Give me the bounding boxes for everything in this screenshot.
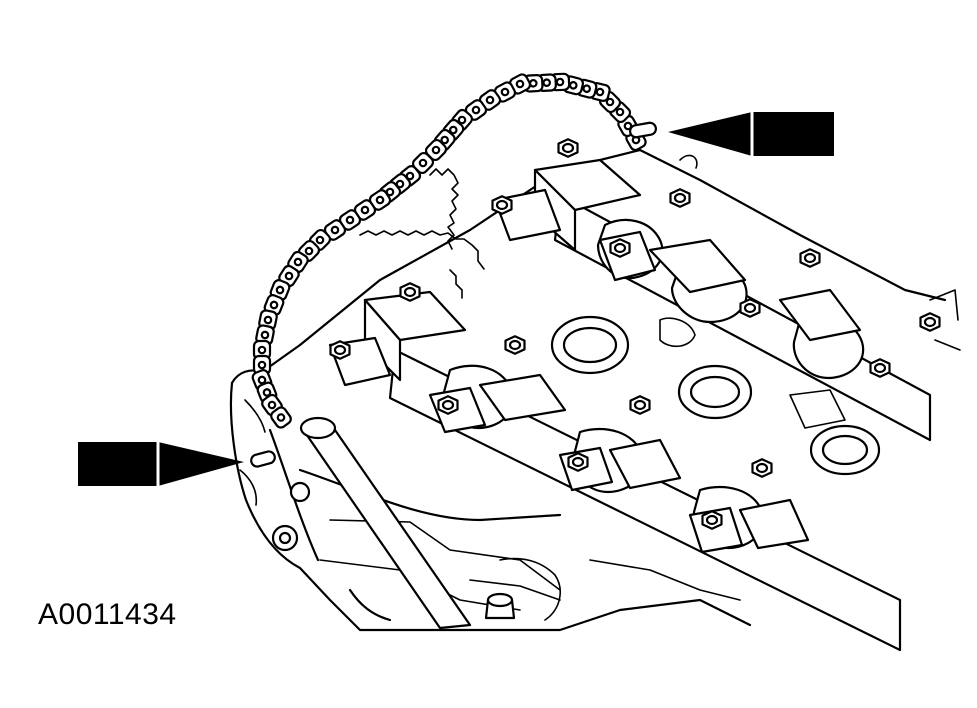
chain-link — [252, 339, 272, 361]
chain-link — [368, 189, 392, 211]
dowel-pins — [250, 121, 657, 468]
bearing-caps — [328, 158, 862, 554]
chain-link — [353, 199, 377, 221]
cap-bolt — [557, 138, 579, 158]
details — [239, 154, 961, 506]
sprockets — [359, 168, 485, 299]
chain-link — [411, 151, 435, 175]
cap-bolt — [609, 238, 631, 258]
chain-link — [270, 406, 292, 429]
figure-id-label: A0011434 — [38, 598, 177, 631]
arrow-right-icon — [78, 442, 244, 486]
cap-bolt — [799, 248, 821, 268]
cap-bolt — [751, 458, 773, 478]
timing-chain — [251, 72, 647, 429]
cap-bolt — [491, 195, 513, 215]
cap-bolt — [504, 335, 526, 355]
cap-bolt — [739, 298, 761, 318]
cap-bolt — [567, 452, 589, 472]
cap-bolt — [669, 188, 691, 208]
cap-bolt — [919, 312, 941, 332]
cap-bolt — [869, 358, 891, 378]
cap-bolt — [629, 395, 651, 415]
cylinder-head — [229, 148, 947, 632]
cap-bolt — [701, 510, 723, 530]
cap-bolt — [329, 340, 351, 360]
cap-bolt — [399, 282, 421, 302]
chain-link — [323, 219, 347, 241]
upper-dowel-pin — [629, 121, 657, 139]
cap-bolts — [329, 138, 941, 530]
lower-dowel-pin — [250, 450, 276, 468]
arrow-left-icon — [668, 112, 834, 156]
cap-bolt — [437, 395, 459, 415]
